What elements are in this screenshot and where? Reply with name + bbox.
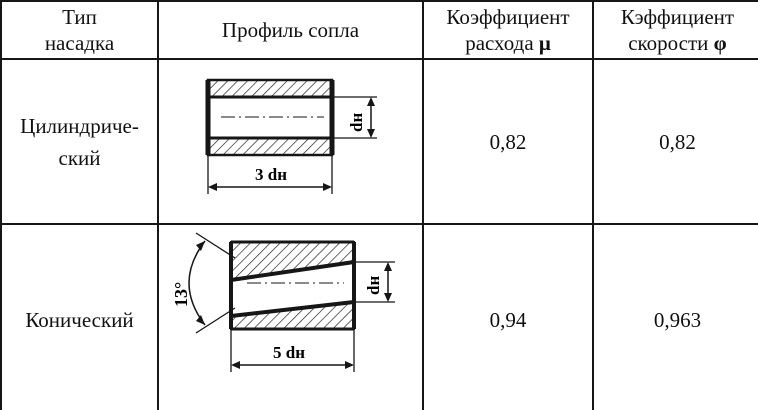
header-type-line2: насадка bbox=[44, 31, 115, 55]
cylindrical-nozzle-diagram: dн 3 dн bbox=[205, 78, 377, 194]
header-speed-line1: Кэффициент bbox=[620, 5, 735, 29]
conical-angle-arc bbox=[188, 240, 206, 326]
conical-angle-label: 13° bbox=[171, 282, 191, 307]
header-speed-symbol: φ bbox=[713, 31, 727, 55]
header-flow-symbol: μ bbox=[538, 31, 551, 55]
speed-value-cylindrical: 0,82 bbox=[592, 58, 758, 225]
table-row-conical: Конический bbox=[0, 223, 758, 410]
header-flow-line1: Коэффициент bbox=[446, 5, 570, 29]
cylindrical-bottom-wall bbox=[206, 136, 334, 157]
type-cell-cylindrical: Цилиндриче- ский bbox=[0, 58, 159, 225]
conical-diameter-label: dн bbox=[364, 276, 383, 295]
header-row: Тип насадка Профиль сопла Коэффициент ра… bbox=[0, 0, 758, 60]
type-cylindrical-line2: ский bbox=[58, 145, 101, 170]
flow-value-conical: 0,94 bbox=[422, 223, 594, 410]
conical-length-label: 5 dн bbox=[273, 343, 305, 362]
header-speed-line2: скорости bbox=[628, 31, 709, 55]
cylindrical-diameter-label: dн bbox=[347, 113, 366, 132]
header-type: Тип насадка bbox=[0, 0, 159, 60]
conical-nozzle-diagram: 13° dн 5 dн bbox=[171, 232, 395, 372]
conical-top-wall bbox=[230, 241, 355, 282]
header-flow-line2: расхода bbox=[465, 31, 534, 55]
cylindrical-top-wall bbox=[206, 78, 334, 99]
header-type-line1: Тип bbox=[62, 5, 97, 29]
speed-value-conical: 0,963 bbox=[592, 223, 758, 410]
profile-cell-cylindrical: dн 3 dн bbox=[157, 58, 424, 225]
type-cell-conical: Конический bbox=[0, 223, 159, 410]
profile-cell-conical: 13° dн 5 dн bbox=[157, 223, 424, 410]
table-row-cylindrical: Цилиндриче- ский bbox=[0, 58, 758, 225]
header-speed-coefficient: Кэффициент скорости φ bbox=[592, 0, 758, 60]
header-profile: Профиль сопла bbox=[157, 0, 424, 60]
type-cylindrical-line1: Цилиндриче- bbox=[20, 113, 139, 138]
cylindrical-length-label: 3 dн bbox=[255, 165, 287, 184]
flow-value-cylindrical: 0,82 bbox=[422, 58, 594, 225]
header-flow-coefficient: Коэффициент расхода μ bbox=[422, 0, 594, 60]
